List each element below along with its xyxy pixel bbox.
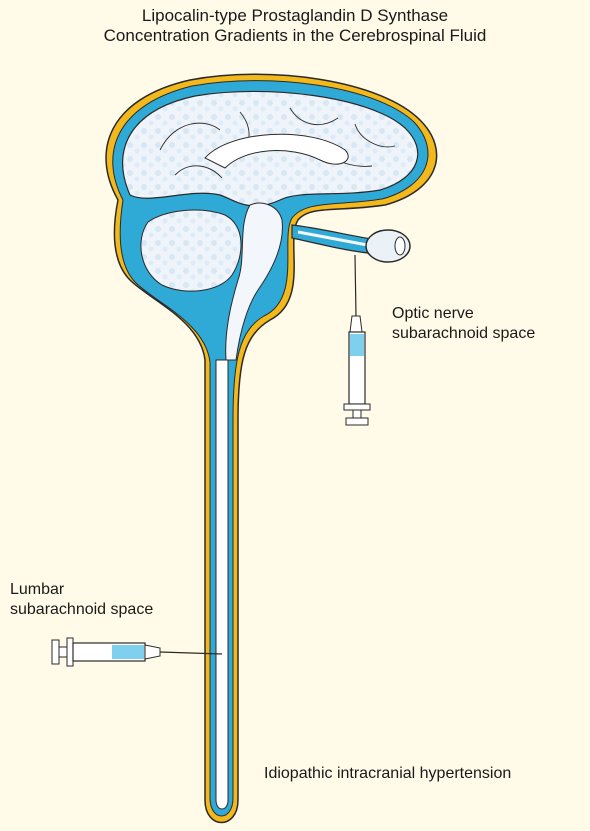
lumbar-label-line-2: subarachnoid space bbox=[10, 600, 153, 620]
spinal-cord bbox=[216, 360, 228, 809]
optic-syringe-plunger bbox=[353, 410, 361, 418]
optic-syringe bbox=[344, 255, 370, 425]
title-line-1: Lipocalin-type Prostaglandin D Synthase bbox=[0, 6, 590, 26]
optic-syringe-flange bbox=[344, 404, 370, 410]
lumbar-syringe bbox=[52, 638, 222, 666]
lumbar-syringe-plunger bbox=[59, 647, 67, 657]
optic-syringe-fluid bbox=[350, 334, 364, 356]
cerebellum bbox=[141, 210, 241, 291]
optic-syringe-tip bbox=[350, 316, 362, 332]
optic-label-line-1: Optic nerve bbox=[392, 304, 474, 324]
optic-label-line-2: subarachnoid space bbox=[392, 324, 535, 344]
lumbar-syringe-flange bbox=[67, 638, 73, 666]
condition-label: Idiopathic intracranial hypertension bbox=[264, 764, 511, 784]
optic-syringe-needle bbox=[355, 255, 356, 316]
lumbar-syringe-tip bbox=[145, 645, 160, 659]
optic-syringe-plunger-cap bbox=[346, 418, 368, 425]
lumbar-syringe-fluid bbox=[112, 645, 144, 659]
lumbar-label-line-1: Lumbar bbox=[10, 580, 64, 600]
eye-lens bbox=[395, 237, 405, 255]
lumbar-syringe-plunger-cap bbox=[52, 640, 59, 664]
title-line-2: Concentration Gradients in the Cerebrosp… bbox=[0, 26, 590, 46]
